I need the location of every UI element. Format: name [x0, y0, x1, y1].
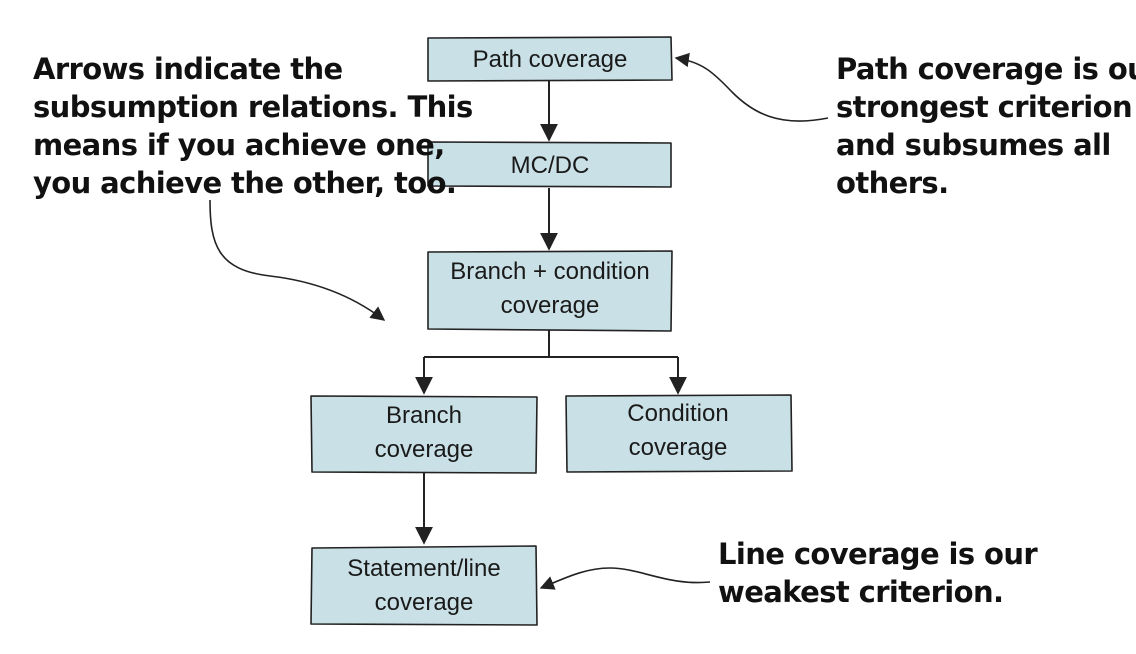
annotation-path-coverage: Path coverage is our strongest criterion a…	[836, 52, 1136, 200]
annotation-arrows-line-1: Arrows indicate the	[33, 52, 343, 86]
pointer-to-branch-condition	[209, 199, 386, 321]
box-statement-coverage-label-line-1: Statement/line	[347, 555, 500, 582]
box-path-coverage: Path coverage	[427, 36, 673, 82]
box-statement-coverage-label: Statement/line coverage	[347, 555, 500, 616]
annotation-arrows-line-2: subsumption relations. This	[33, 90, 473, 124]
box-branch-condition: Branch + condition coverage	[427, 250, 673, 332]
box-condition-coverage-label-line-1: Condition	[627, 400, 728, 427]
box-mcdc-label: MC/DC	[511, 152, 590, 179]
box-mcdc: MC/DC	[427, 141, 672, 188]
annotation-arrows-line-4: you achieve the other, too.	[33, 166, 456, 200]
box-path-coverage-label-line-1: Path coverage	[473, 46, 628, 73]
box-statement-coverage-label-line-2: coverage	[375, 589, 474, 616]
box-branch-condition-label-line-1: Branch + condition	[450, 258, 649, 285]
annotation-pointers	[209, 52, 829, 590]
annotation-arrows: Arrows indicate the subsumption relations…	[33, 52, 473, 200]
annotation-line-coverage: Line coverage is our weakest criterion.	[718, 537, 1038, 609]
box-condition-coverage-label: Condition coverage	[627, 400, 728, 461]
box-branch-condition-label: Branch + condition coverage	[450, 258, 649, 319]
box-statement-coverage: Statement/line coverage	[310, 545, 538, 626]
connectors	[415, 81, 687, 545]
box-branch-coverage-label: Branch coverage	[375, 402, 474, 463]
box-path-coverage-label: Path coverage	[473, 46, 628, 73]
annotation-arrows-line-3: means if you achieve one,	[33, 128, 445, 162]
pointer-to-statement	[539, 567, 711, 590]
box-branch-coverage: Branch coverage	[310, 395, 538, 474]
annotation-path-coverage-line-4: others.	[836, 166, 948, 200]
annotation-line-coverage-line-2: weakest criterion.	[718, 575, 1003, 609]
box-branch-condition-label-line-2: coverage	[501, 292, 600, 319]
box-branch-coverage-label-line-1: Branch	[386, 402, 462, 429]
box-condition-coverage: Condition coverage	[565, 394, 793, 473]
annotation-path-coverage-line-1: Path coverage is our	[836, 52, 1136, 86]
annotation-path-coverage-line-3: and subsumes all	[836, 128, 1111, 162]
pointer-to-path-coverage	[674, 52, 829, 122]
edge-branch-condition-split	[424, 330, 678, 358]
box-condition-coverage-label-line-2: coverage	[629, 434, 728, 461]
box-branch-coverage-label-line-2: coverage	[375, 436, 474, 463]
annotation-path-coverage-line-2: strongest criterion	[836, 90, 1132, 124]
annotation-line-coverage-line-1: Line coverage is our	[718, 537, 1038, 571]
box-mcdc-label-line-1: MC/DC	[511, 152, 590, 179]
